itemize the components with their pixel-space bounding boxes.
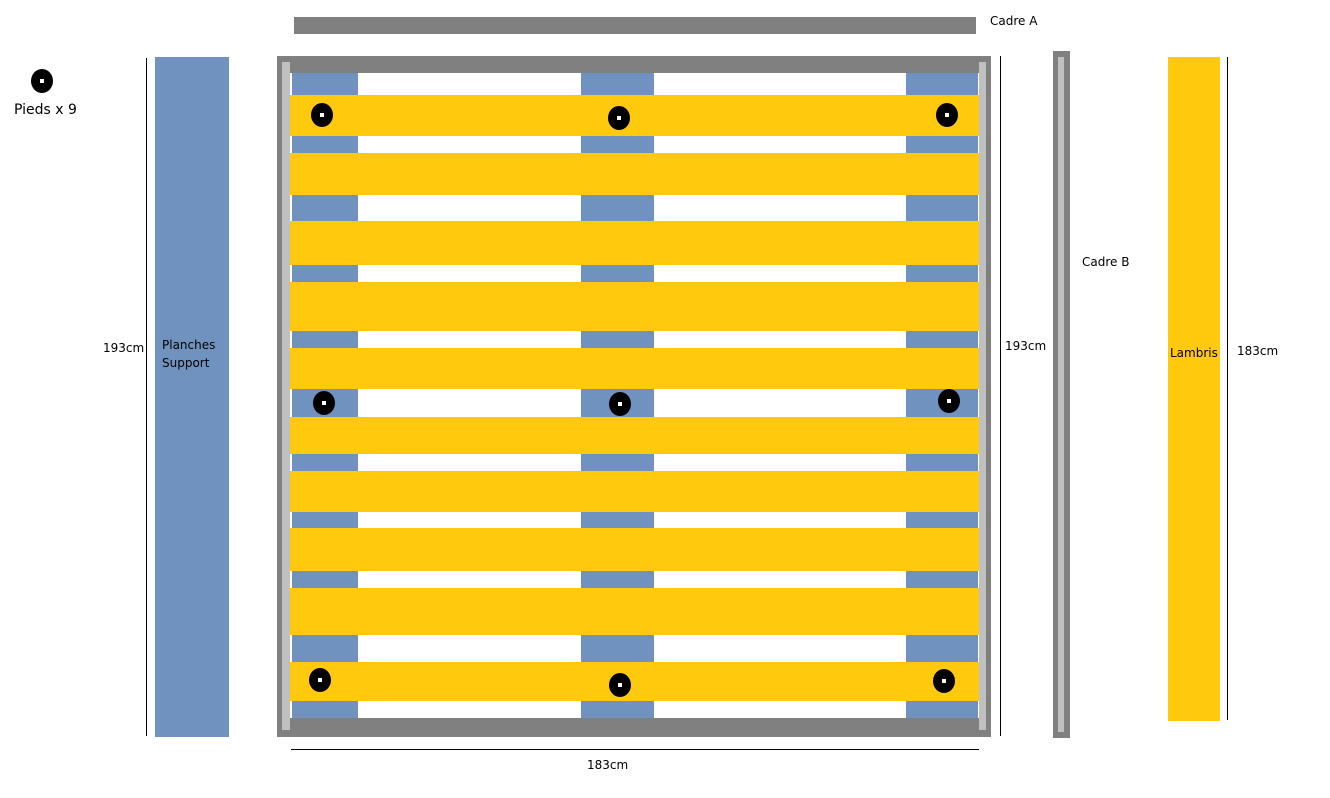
support-label: Planches Support <box>162 338 216 370</box>
lambris-label: Lambris <box>1170 346 1218 360</box>
foot-legend-icon <box>31 69 53 93</box>
support-plank <box>155 57 229 737</box>
foot-icon <box>938 389 960 413</box>
foot-icon <box>608 106 630 130</box>
lambris-length-label: 183cm <box>1237 344 1279 358</box>
cadre-b-label: Cadre B <box>1082 255 1130 269</box>
frame-left-side <box>282 62 290 730</box>
foot-icon <box>609 392 631 416</box>
lambris-slat <box>290 348 979 389</box>
cadre-b-inner <box>1058 57 1064 732</box>
foot-icon <box>313 391 335 415</box>
lambris-slat <box>290 471 979 512</box>
lambris-slat <box>290 282 979 331</box>
cadre-a-bar <box>294 17 976 34</box>
lambris-slat <box>290 95 979 136</box>
height-label: 193cm <box>1005 339 1047 353</box>
lambris-slat <box>290 588 979 635</box>
support-length-label: 193cm <box>103 341 145 355</box>
foot-icon <box>933 669 955 693</box>
lambris-slat <box>290 528 979 571</box>
foot-icon <box>609 673 631 697</box>
lambris-plank <box>1168 57 1220 721</box>
lambris-slat <box>290 153 979 195</box>
feet-legend-label: Pieds x 9 <box>14 102 77 118</box>
width-label: 183cm <box>587 758 629 772</box>
lambris-slat <box>290 221 979 265</box>
foot-icon <box>311 103 333 127</box>
cadre-a-label: Cadre A <box>990 14 1038 28</box>
lambris-dimension-line <box>1227 57 1228 720</box>
frame-right-side <box>979 62 986 730</box>
support-dimension-line <box>146 58 147 736</box>
height-dimension-line <box>1000 56 1001 736</box>
lambris-slat <box>290 662 979 701</box>
lambris-slat <box>290 417 979 454</box>
foot-icon <box>309 668 331 692</box>
foot-icon <box>936 103 958 127</box>
width-dimension-line <box>291 749 979 750</box>
